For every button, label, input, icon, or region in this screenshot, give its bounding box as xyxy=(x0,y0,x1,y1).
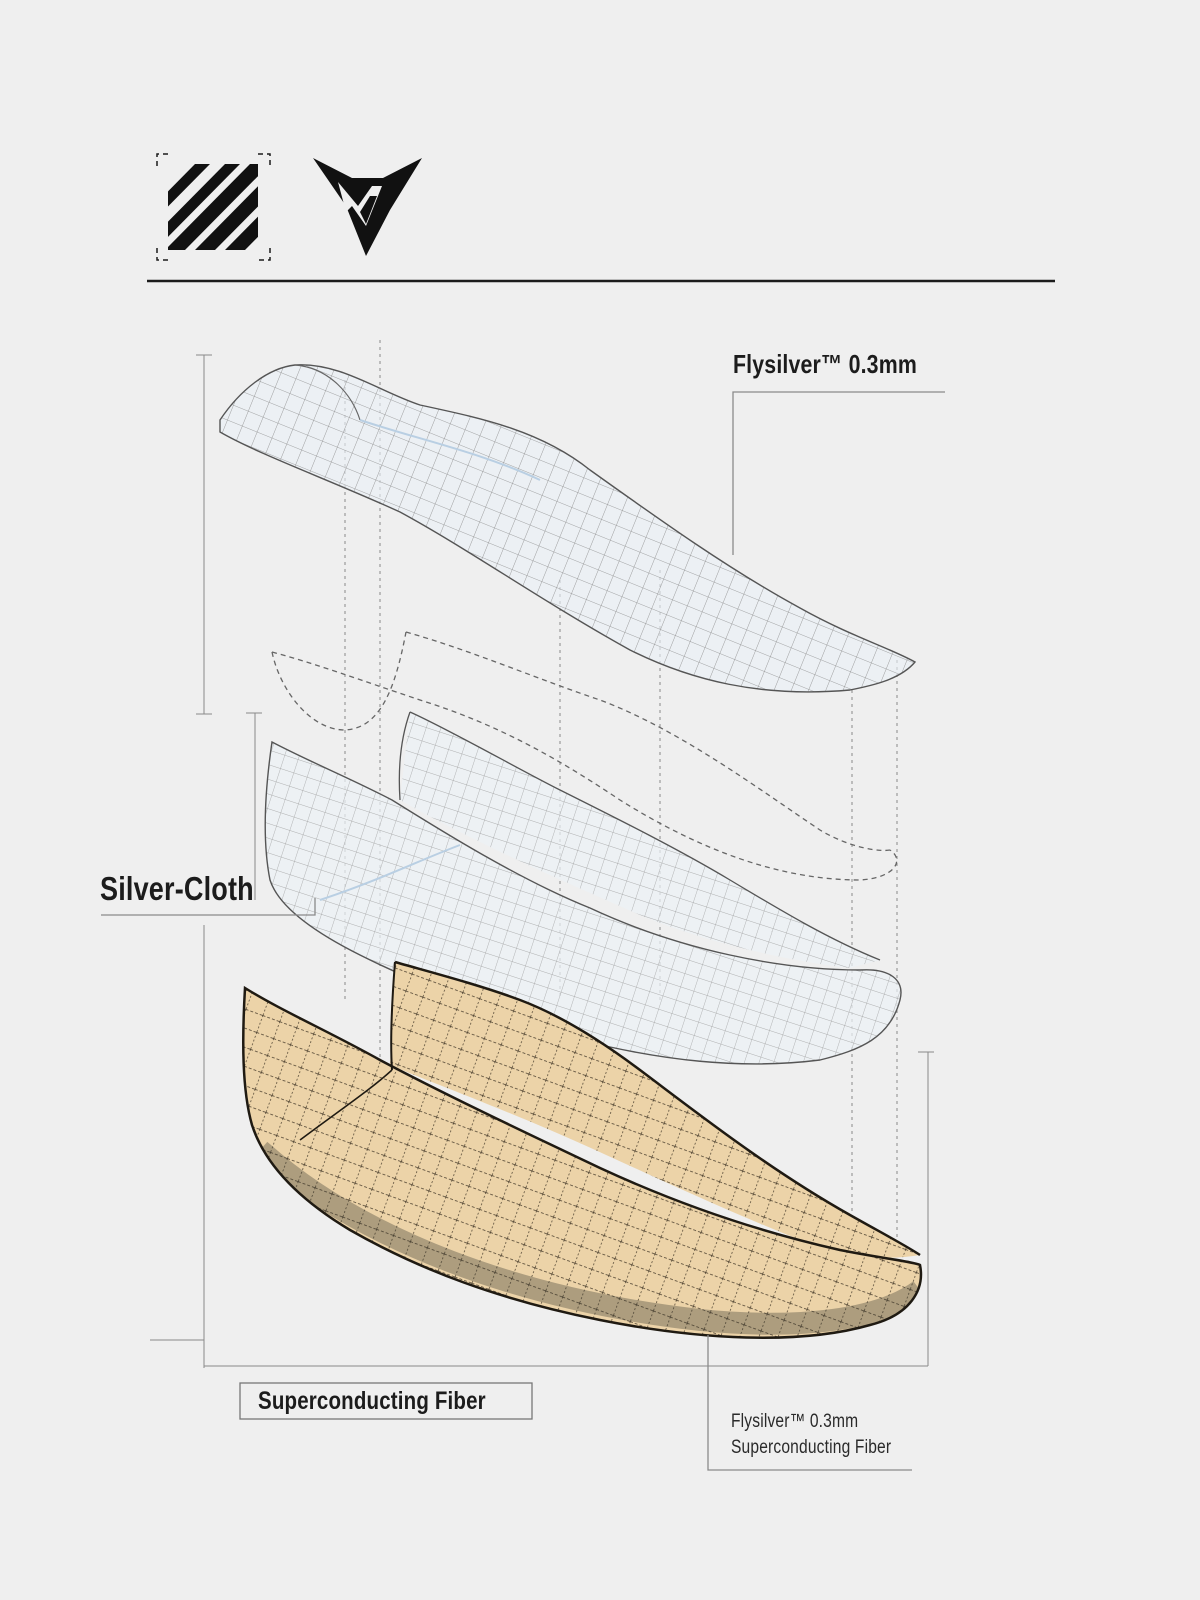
callout-leaders xyxy=(101,391,945,1471)
flysilver-label: Flysilver™ 0.3mm xyxy=(733,349,917,379)
callout-spec-line-1: Flysilver™ 0.3mm xyxy=(731,1411,859,1432)
silver-cloth-layer xyxy=(264,711,902,1065)
v-wing-brand-logo xyxy=(313,158,422,256)
superconducting-fiber-label-box xyxy=(239,1382,533,1420)
diagonal-stripes-logo xyxy=(156,153,271,261)
callout-spec-line-2: Superconducting Fiber xyxy=(731,1437,892,1458)
flysilver-mesh-layer xyxy=(219,364,917,693)
dimension-lines xyxy=(150,354,934,1368)
silver-cloth-label: Silver-Cloth xyxy=(100,870,254,907)
superconducting-fiber-label: Superconducting Fiber xyxy=(258,1387,486,1415)
insole-outline-dashed xyxy=(271,631,898,881)
